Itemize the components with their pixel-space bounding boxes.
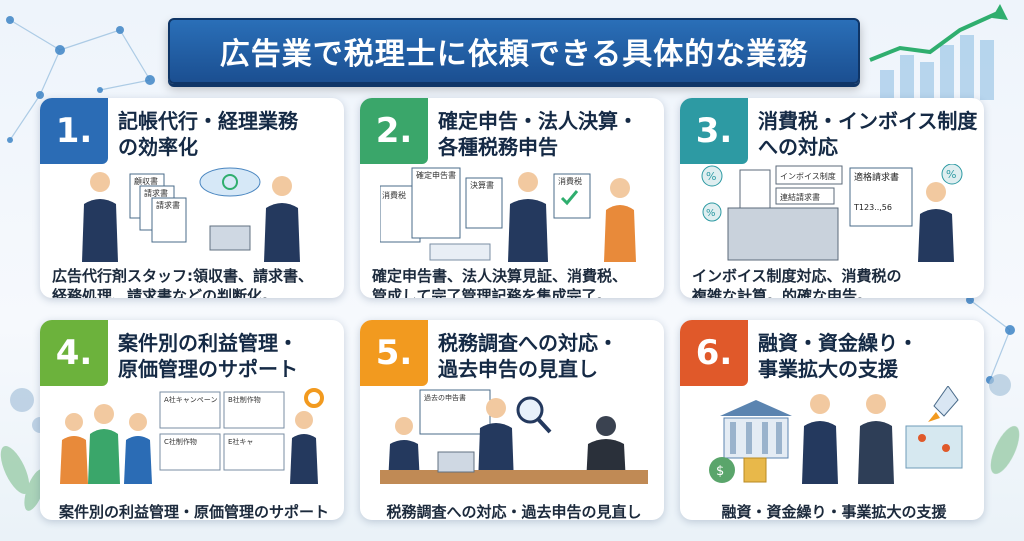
card-title: 確定申告・法人決算・ 各種税務申告 — [438, 109, 638, 159]
svg-text:%: % — [946, 168, 956, 181]
register-icon — [727, 165, 843, 261]
svg-text:A社キャンペーン: A社キャンペーン — [164, 395, 217, 404]
card-description: インボイス制度対応、消費税の 複雑な計算。的確な申告。 — [692, 267, 902, 298]
card-number: 1. — [40, 98, 108, 164]
person-icon — [604, 178, 636, 262]
service-card-5: 5. 税務調査への対応・ 過去申告の見直し 過去の申告書 税務調査への対応・過去… — [360, 320, 664, 520]
document-icon — [129, 173, 187, 243]
card-number: 3. — [680, 98, 748, 164]
card-number: 4. — [40, 320, 108, 386]
person-icon — [802, 394, 838, 484]
svg-text:B社制作物: B社制作物 — [228, 395, 261, 404]
profit-management-illustration: A社キャンペーン B社制作物 C社制作物 E社キャ — [60, 388, 324, 484]
laptop-icon — [209, 225, 251, 251]
card-title: 記帳代行・経理業務 の効率化 — [118, 109, 298, 159]
svg-text:決算書: 決算書 — [470, 180, 494, 190]
person-icon — [60, 413, 88, 484]
svg-text:T123..,56: T123..,56 — [853, 203, 892, 212]
card-description: 税務調査への対応・過去申告の見直し — [386, 503, 642, 520]
percent-icon: % — [701, 165, 723, 187]
svg-text:適格請求書: 適格請求書 — [854, 171, 899, 183]
card-description: 案件別の利益管理・原価管理のサポート — [58, 503, 329, 520]
laptop-icon — [437, 451, 475, 473]
person-icon — [264, 176, 300, 262]
person-icon — [478, 398, 514, 484]
rocket-icon — [928, 386, 959, 422]
person-icon — [858, 394, 894, 484]
card-title: 税務調査への対応・ 過去申告の見直し — [438, 331, 618, 381]
service-card-3: 3. 消費税・インボイス制度 への対応 % % インボイス制度 連結請求書 適格… — [680, 98, 984, 298]
svg-text:%: % — [706, 170, 716, 183]
money-bag-icon: $ — [709, 457, 735, 483]
percent-icon: % — [702, 202, 722, 222]
svg-text:過去の申告書: 過去の申告書 — [424, 393, 466, 402]
svg-text:消費税: 消費税 — [558, 176, 582, 186]
svg-text:連結請求書: 連結請求書 — [780, 192, 820, 202]
card-number: 2. — [360, 98, 428, 164]
card-description: 確定申告書、法人決算見証、消費税、 管成して完了管理記務を集成完了。 — [372, 267, 628, 298]
document-icon — [849, 167, 913, 227]
card-title: 案件別の利益管理・ 原価管理のサポート — [118, 331, 298, 381]
document-icon — [419, 389, 491, 435]
card-title: 消費税・インボイス制度 への対応 — [758, 109, 978, 159]
svg-text:C社制作物: C社制作物 — [164, 437, 197, 446]
svg-text:請求書: 請求書 — [144, 188, 168, 198]
service-card-6: 6. 融資・資金繰り・ 事業拡大の支援 $ 融資・資金繰り・事業拡大の支援 — [680, 320, 984, 520]
service-card-4: 4. 案件別の利益管理・ 原価管理のサポート A社キャンペーン B社制作物 C社… — [40, 320, 344, 520]
person-icon — [918, 182, 954, 262]
percent-icon: % — [941, 164, 963, 185]
service-card-2: 2. 確定申告・法人決算・ 各種税務申告 消費税 確定申告書 決算書 消費税 確… — [360, 98, 664, 298]
coin-stack-icon — [743, 457, 767, 483]
svg-text:E社キャ: E社キャ — [228, 437, 253, 446]
svg-text:確定申告書: 確定申告書 — [416, 170, 456, 180]
bank-icon — [720, 400, 792, 459]
page-title: 広告業で税理士に依頼できる具体的な業務 — [219, 37, 809, 72]
card-number: 6. — [680, 320, 748, 386]
svg-text:消費税: 消費税 — [382, 190, 406, 200]
card-description: 融資・資金繰り・事業拡大の支援 — [721, 503, 947, 520]
financing-illustration: $ — [709, 386, 963, 484]
card-title: 融資・資金繰り・ 事業拡大の支援 — [758, 331, 918, 381]
gear-icon — [304, 388, 324, 408]
tax-audit-illustration: 過去の申告書 — [380, 389, 648, 484]
card-description: 広告代行剤スタッフ:領収書、請求書、 経務処理、請求書などの判断化。 — [52, 267, 314, 298]
svg-text:%: % — [706, 208, 716, 219]
card-number: 5. — [360, 320, 428, 386]
person-icon — [88, 404, 120, 484]
paper-stack-icon — [429, 243, 491, 261]
cloud-sync-icon — [199, 167, 261, 197]
document-icon — [380, 167, 503, 243]
service-card-1: 1. 記帳代行・経理業務 の効率化 顧収書 請求書 請求書 広告代行剤スタッフ:… — [40, 98, 344, 298]
person-icon — [124, 413, 152, 484]
person-icon — [290, 411, 318, 484]
person-icon — [82, 172, 118, 262]
magnifier-icon — [516, 396, 552, 434]
checkmark-icon — [560, 190, 579, 206]
invoice-illustration: % % インボイス制度 連結請求書 適格請求書 T123..,56 % — [701, 164, 963, 262]
svg-text:$: $ — [716, 464, 724, 479]
tax-filing-illustration: 消費税 確定申告書 決算書 消費税 — [380, 167, 636, 262]
svg-text:顧収書: 顧収書 — [134, 176, 158, 186]
svg-text:インボイス制度: インボイス制度 — [780, 171, 836, 181]
map-icon — [905, 425, 963, 469]
chart-board-icon — [159, 391, 285, 471]
svg-text:請求書: 請求書 — [156, 200, 180, 210]
title-banner: 広告業で税理士に依頼できる具体的な業務 — [168, 18, 860, 84]
desk — [380, 470, 648, 484]
bookkeeping-illustration: 顧収書 請求書 請求書 — [82, 167, 300, 262]
person-icon — [508, 172, 548, 262]
